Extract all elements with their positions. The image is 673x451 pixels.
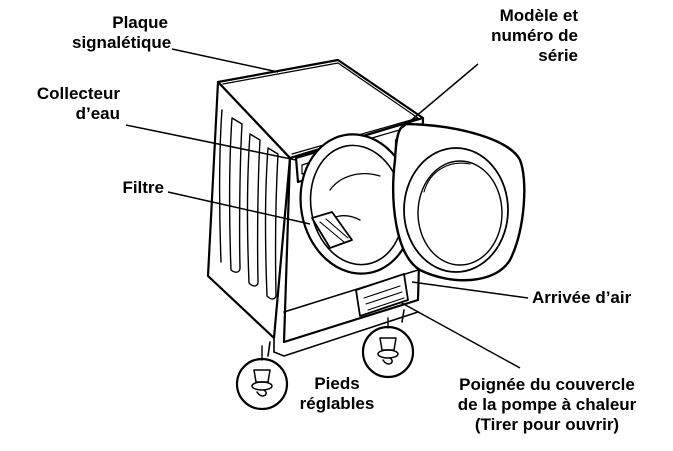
leader-modele <box>401 63 479 129</box>
foot-detail-right <box>361 325 415 379</box>
leader-arrivee <box>411 281 529 299</box>
label-line: (Tirer pour ouvrir) <box>474 415 620 434</box>
label-line: Pieds <box>314 374 360 393</box>
label-line: signalétique <box>72 33 172 52</box>
label-plaque-signaletique: Plaque signalétique <box>72 13 172 53</box>
label-line: de la pompe à chaleur <box>457 395 637 414</box>
label-line: Collecteur <box>36 84 120 103</box>
leader-filtre <box>167 191 311 225</box>
leader-collecteur <box>125 124 297 161</box>
label-poignee-couvercle: Poignée du couvercle de la pompe à chale… <box>424 375 670 435</box>
label-line: Poignée du couvercle <box>459 375 635 394</box>
lint-filter <box>311 211 353 249</box>
label-line: Arrivée d’air <box>532 288 632 307</box>
foot-detail-left <box>235 357 289 411</box>
label-arrivee-air: Arrivée d’air <box>532 288 631 308</box>
label-line: numéro de <box>491 26 578 45</box>
label-collecteur-eau: Collecteur d’eau <box>8 84 120 124</box>
air-inlet <box>355 273 409 317</box>
leader-plaque <box>171 48 279 73</box>
label-line: réglables <box>299 394 375 413</box>
label-modele-numero-serie: Modèle et numéro de série <box>470 6 578 66</box>
label-line: Filtre <box>122 178 164 197</box>
label-line: Modèle et <box>499 6 578 25</box>
leader-poignee <box>399 301 521 369</box>
label-filtre: Filtre <box>100 178 164 198</box>
label-line: d’eau <box>75 104 120 123</box>
label-line: série <box>538 46 578 65</box>
label-pieds-reglables: Pieds réglables <box>290 374 384 414</box>
label-line: Plaque <box>112 13 168 32</box>
